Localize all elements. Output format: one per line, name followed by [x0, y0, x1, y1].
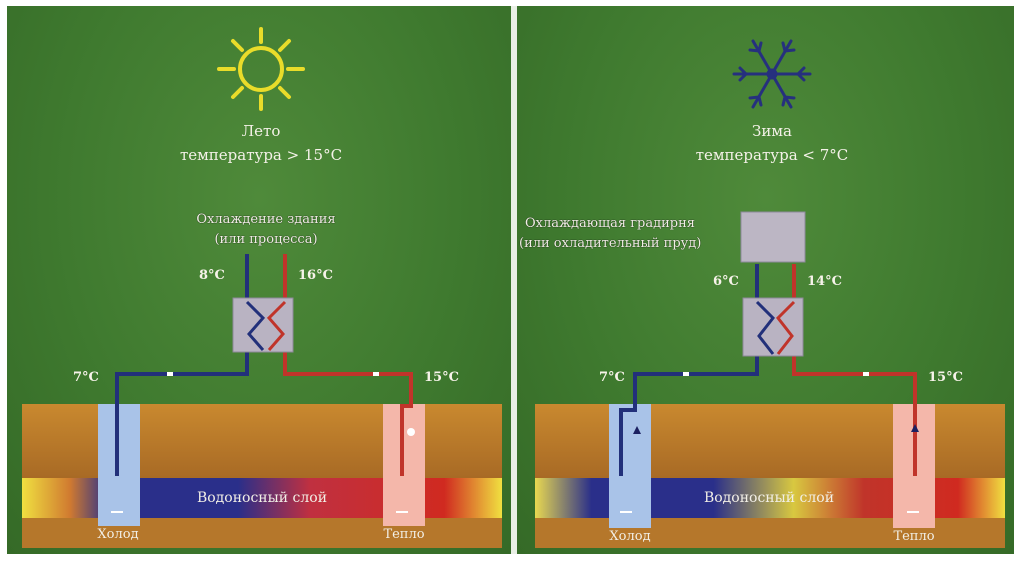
up-arrow-icon: [633, 426, 641, 434]
cold-well: [609, 404, 651, 528]
up-arrow-icon: [911, 424, 919, 432]
aquifer-label: Водоносный слой: [703, 490, 835, 506]
season-temperature: температура > 15°С: [179, 146, 343, 164]
winter-panel: Зима температура < 7°С Охлаждающая гради…: [517, 6, 1014, 554]
ground-bottom-layer: [22, 518, 502, 548]
flow-markers: [620, 372, 919, 513]
device-label-line2: (или охладительный пруд): [519, 236, 702, 251]
hx-right-temp: 16°C: [298, 268, 333, 283]
pipe-right-temp: 15°C: [928, 370, 963, 385]
flow-markers: [111, 372, 408, 513]
hx-right-temp: 14°C: [807, 274, 842, 289]
summer-graphics: [22, 27, 502, 548]
device-label-line1: Охлаждающая градирня: [525, 216, 695, 231]
cold-label: Холод: [97, 527, 139, 542]
winter-graphics: [535, 39, 1005, 548]
pipe-left-temp: 7°C: [599, 370, 625, 385]
sun-icon: [217, 27, 305, 111]
season-title: Зима: [752, 122, 792, 140]
summer-panel: Лето температура > 15°С Охлаждение здани…: [7, 6, 511, 554]
hx-left-temp: 8°C: [199, 268, 225, 283]
warm-label: Тепло: [383, 527, 425, 542]
cold-label: Холод: [609, 529, 651, 544]
cooling-tower: [740, 211, 806, 263]
heat-exchanger: [742, 297, 804, 357]
panel-divider: [511, 6, 517, 554]
warm-pipe: [283, 351, 413, 476]
pump-icon: [407, 428, 415, 436]
warm-label: Тепло: [893, 529, 935, 544]
cold-pipe: [619, 356, 759, 476]
aquifer-label: Водоносный слой: [196, 490, 328, 506]
cold-pipe: [115, 351, 249, 476]
pipe-right-temp: 15°C: [424, 370, 459, 385]
season-temperature: температура < 7°С: [695, 146, 849, 164]
device-label-line1: Охлаждение здания: [196, 212, 336, 227]
device-label-line2: (или процесса): [214, 232, 318, 247]
hx-left-temp: 6°C: [713, 274, 739, 289]
ground-layer: [22, 404, 502, 478]
heat-exchanger: [232, 297, 294, 353]
pipe-left-temp: 7°C: [73, 370, 99, 385]
season-title: Лето: [241, 122, 281, 140]
snowflake-icon: [732, 39, 812, 109]
